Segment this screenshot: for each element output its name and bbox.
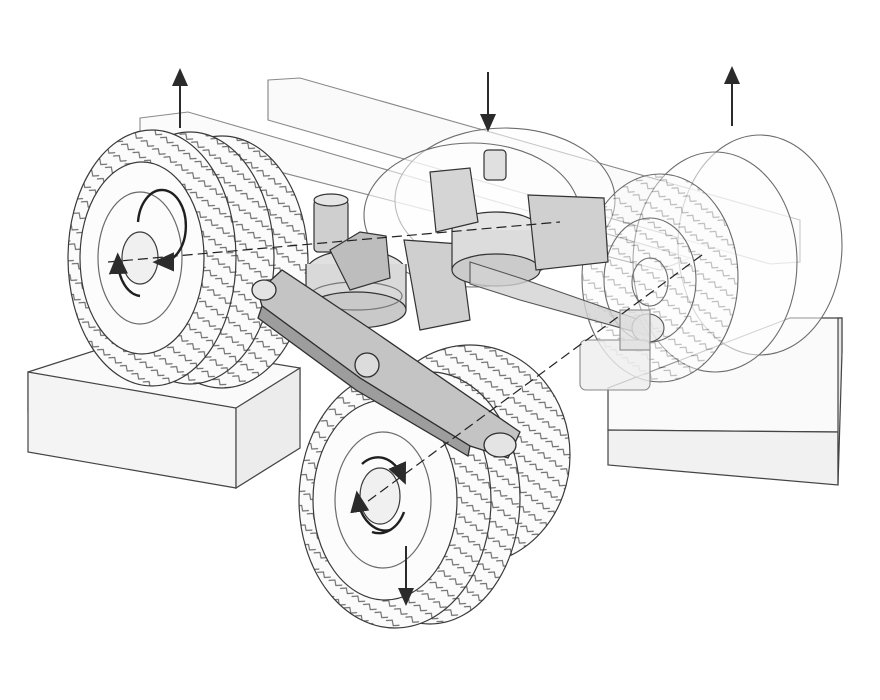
rear-left-hub-rotation-icon [108, 188, 188, 298]
motion-arrows [172, 66, 740, 606]
rotation-arrows [108, 188, 407, 535]
rear-left-wheel-set [67, 129, 309, 389]
axle-centerlines [107, 221, 707, 511]
walking-beam-left [251, 269, 521, 459]
front-left-hub-rotation-icon [350, 456, 407, 535]
walking-beam-right [469, 261, 665, 391]
